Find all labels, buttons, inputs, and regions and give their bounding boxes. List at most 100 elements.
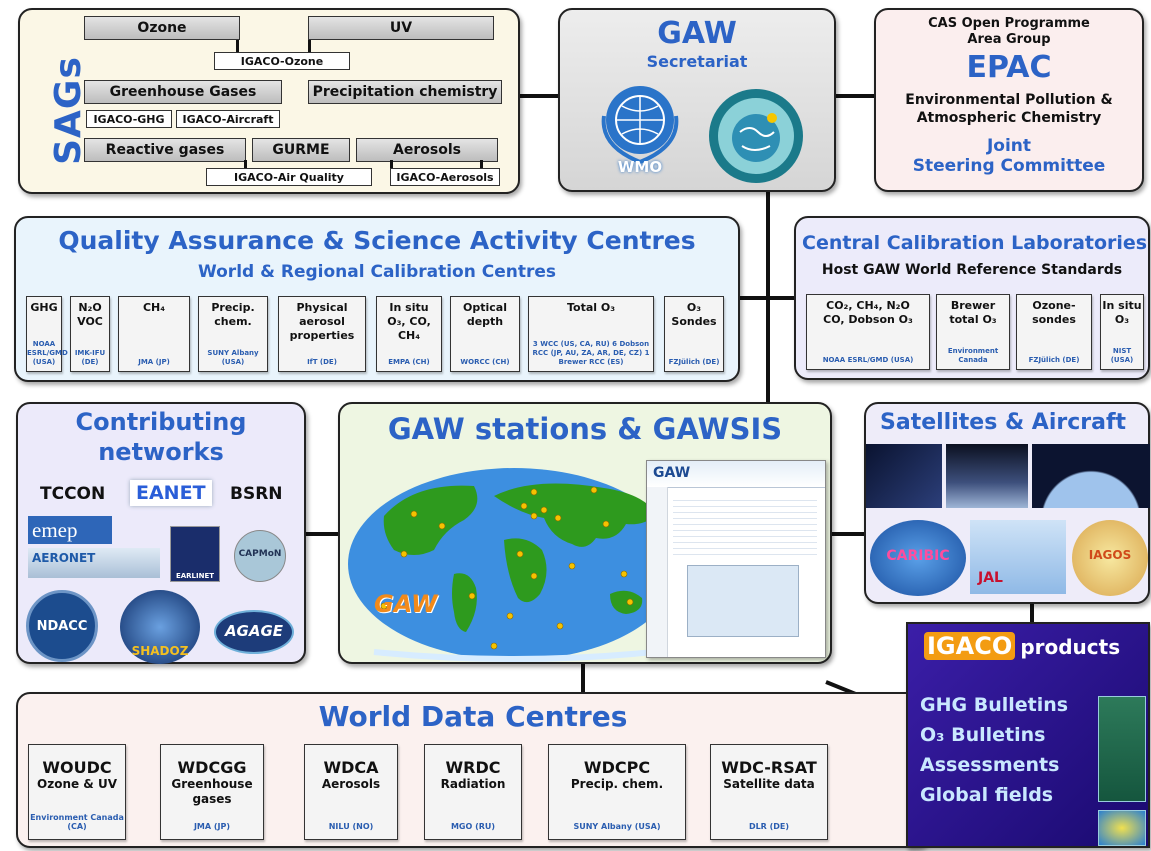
satellite-image-3 [1032, 444, 1150, 508]
ndacc-label: NDACC [36, 619, 88, 634]
sag-connector [244, 160, 247, 170]
sag-ozone: Ozone [84, 16, 240, 40]
qa-centre-host: SUNY Albany (USA) [207, 349, 259, 366]
gawsis-mini-map [687, 565, 799, 637]
ccl-title: Central Calibration Laboratories [802, 232, 1148, 254]
gaw-emblem [706, 86, 806, 186]
sag-connector [390, 160, 393, 170]
stations-title: GAW stations & GAWSIS [387, 412, 783, 446]
secretariat-subtitle: Secretariat [646, 52, 748, 71]
igaco-brand: IGACO [924, 632, 1016, 660]
wdc-centre-host: JMA (JP) [193, 822, 231, 831]
ccl-lab-host: FZJülich (DE) [1028, 356, 1080, 364]
sag-connector [480, 160, 483, 170]
wdc-centre-name: WDCA [323, 758, 379, 777]
epac-acronym: EPAC [966, 50, 1052, 85]
qa-centre-host: IfT (DE) [307, 358, 337, 366]
wmo-logo: WMO [592, 76, 688, 176]
wdc-centre-topic: Radiation [440, 777, 506, 791]
igaco-item-3: Assessments [920, 754, 1060, 776]
qa-centre-host: IMK-IFU (DE) [74, 349, 106, 366]
world-map [348, 468, 680, 662]
caribic-label: CARIBIC [886, 548, 950, 564]
wdc-centre-topic: Ozone & UV [37, 777, 117, 791]
capmon-label: CAPMoN [238, 549, 282, 559]
connector-line [520, 94, 560, 98]
secretariat-title: GAW [657, 16, 737, 51]
epac-line6: Steering Committee [912, 156, 1106, 176]
qa-centre-label: Total O₃ [566, 301, 616, 314]
emep-logo: emep [28, 516, 112, 544]
gaw-globe-icon [709, 89, 803, 183]
igaco-aircraft-box: IGACO-Aircraft [176, 110, 280, 128]
sag-connector [308, 40, 311, 54]
epac-panel: CAS Open Programme Area Group EPAC Envir… [874, 8, 1144, 192]
ghg-bulletin-thumbnail [1098, 696, 1146, 802]
igaco-title: products [1020, 635, 1121, 659]
sag-ghg: Greenhouse Gases [84, 80, 282, 104]
igaco-panel: IGACO products GHG Bulletins O₃ Bulletin… [906, 622, 1150, 848]
shadoz-logo: SHADOZ [120, 590, 200, 664]
aeronet-logo: AERONET [28, 548, 160, 578]
contrib-title1: Contributing [75, 408, 247, 436]
wdc-centre-host: DLR (DE) [748, 822, 790, 831]
connector-line [740, 296, 796, 300]
igaco-ghg-box: IGACO-GHG [86, 110, 172, 128]
agage-label: AGAGE [224, 622, 284, 640]
gawsis-nav [647, 487, 668, 657]
map-gaw-label: GAW [374, 590, 438, 618]
qa-title: Quality Assurance & Science Activity Cen… [58, 226, 696, 255]
satellite-image-1 [866, 444, 942, 508]
epac-line2: Area Group [967, 32, 1051, 47]
gawsis-label: GAW [653, 465, 691, 481]
qa-subtitle: World & Regional Calibration Centres [197, 262, 557, 282]
wdc-centre-name: WOUDC [42, 758, 112, 777]
secretariat-panel: GAW Secretariat WMO [558, 8, 836, 192]
igaco-ozone-box: IGACO-Ozone [214, 52, 350, 70]
gawsis-header: GAW [647, 461, 825, 488]
ccl-lab-label: Ozone-sondes [1032, 299, 1076, 326]
capmon-logo: CAPMoN [234, 530, 286, 582]
gawsis-screenshot: GAW [646, 460, 826, 658]
sags-title: SAGs [47, 56, 89, 165]
sat-panel: Satellites & Aircraft CARIBIC JAL IAGOS [864, 402, 1150, 604]
qa-centre-box: Precip.chem.SUNY Albany (USA) [198, 296, 268, 372]
connector-line [1030, 602, 1034, 624]
ccl-lab-host: NOAA ESRL/GMD (USA) [822, 356, 914, 364]
sag-reactive: Reactive gases [84, 138, 246, 162]
epac-line3: Environmental Pollution & [905, 92, 1113, 108]
satellite-image-2 [946, 444, 1028, 508]
qa-centre-host: WORCC (CH) [460, 358, 510, 366]
contrib-panel: Contributing networks TCCON EANET BSRN e… [16, 402, 306, 664]
jal-label: JAL [978, 570, 1003, 586]
wdc-centre-name: WDCGG [177, 758, 247, 777]
stations-panel: GAW stations & GAWSIS GAW GAW [338, 402, 832, 664]
connector-line [306, 532, 340, 536]
igaco-item-4: Global fields [920, 784, 1054, 806]
igaco-aerosols-box: IGACO-Aerosols [390, 168, 500, 186]
sag-gurme: GURME [252, 138, 350, 162]
wdc-centre-topic: Precip. chem. [570, 777, 664, 791]
qa-centre-host: NOAA ESRL/GMD (USA) [27, 340, 68, 366]
sag-uv: UV [308, 16, 494, 40]
